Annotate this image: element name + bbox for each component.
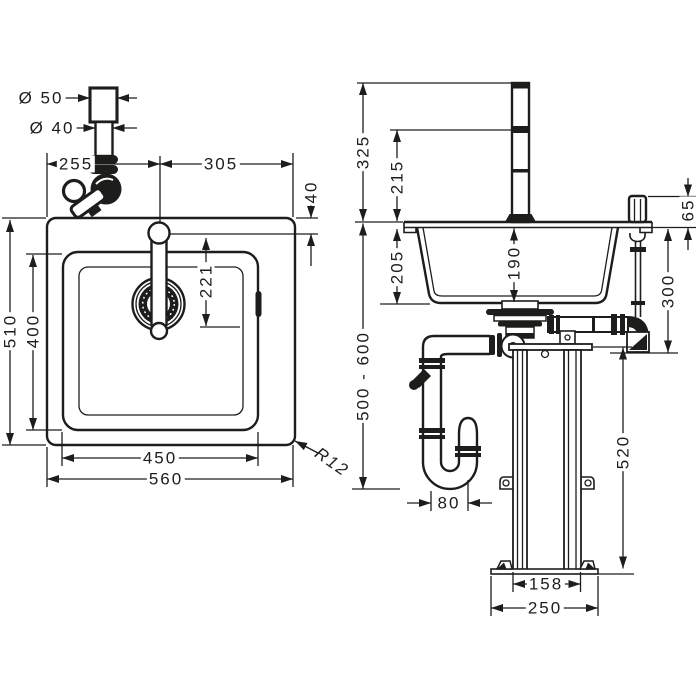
mounting-frame xyxy=(490,330,634,575)
dim-tap-offset-right: 305 xyxy=(201,154,241,174)
dim-spout-reach: 221 xyxy=(196,261,216,301)
dim-waste-assembly-height: 300 xyxy=(658,271,678,311)
dim-bowl-depth-inner: 190 xyxy=(504,243,524,283)
dim-frame-width: 158 xyxy=(526,574,566,594)
plan-extension-lines xyxy=(2,153,318,487)
sink-rim-section xyxy=(403,220,653,234)
tap-column xyxy=(505,81,536,224)
mixer-elevation xyxy=(61,86,122,219)
spout-bar-plan xyxy=(150,231,168,333)
dim-bowl-width: 450 xyxy=(140,448,180,468)
dim-bowl-depth-outer: 205 xyxy=(387,247,407,287)
drain-remote-knob xyxy=(626,194,650,353)
dim-total-width: 560 xyxy=(146,469,186,489)
sink-outline xyxy=(45,216,297,447)
dim-spout-top-diameter: Ø 50 xyxy=(16,88,66,108)
drain-flange xyxy=(486,300,554,339)
tap-hole xyxy=(147,221,171,245)
dim-lower-spout-height: 215 xyxy=(387,157,407,197)
front-extension-lines xyxy=(352,82,696,616)
dim-tap-offset-left: 255 xyxy=(56,154,96,174)
overflow-slot xyxy=(255,291,262,317)
lever-cap xyxy=(86,202,102,218)
lever-ring xyxy=(61,178,87,204)
dim-bowl-depth: 400 xyxy=(23,311,43,351)
front-view xyxy=(352,81,696,616)
spout-top-section xyxy=(88,86,119,124)
dim-mounting-height-range: 500 - 600 xyxy=(353,329,373,423)
spout-lower-section xyxy=(94,120,114,158)
dim-spout-height: 325 xyxy=(353,132,373,172)
plan-view xyxy=(2,86,319,487)
dim-frame-height: 520 xyxy=(613,432,633,472)
dim-base-width: 250 xyxy=(525,598,565,618)
dim-spout-diameter: Ø 40 xyxy=(27,118,77,138)
dim-trap-offset: 80 xyxy=(435,493,463,513)
aerator xyxy=(149,321,169,341)
dim-total-depth: 510 xyxy=(0,311,20,351)
dim-tap-hole-to-edge: 40 xyxy=(301,178,321,206)
siphon-trap xyxy=(409,333,526,491)
dim-knob-height: 65 xyxy=(678,196,698,224)
mixer-lever xyxy=(69,187,107,219)
